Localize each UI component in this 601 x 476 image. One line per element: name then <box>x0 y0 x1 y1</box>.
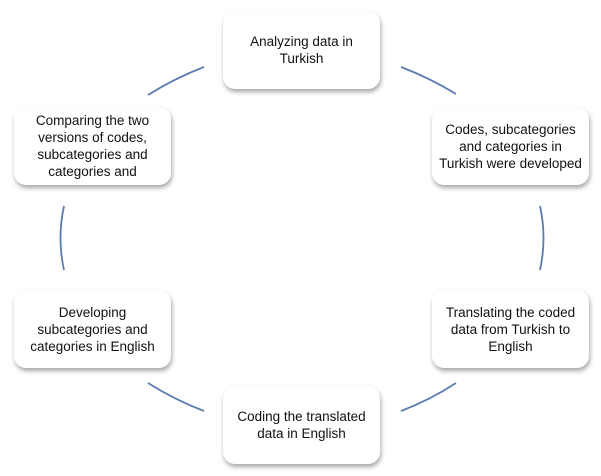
arc-top-right <box>400 66 457 95</box>
step-translating-data: Translating the coded data from Turkish … <box>432 290 589 368</box>
step-comparing-versions: Comparing the two versions of codes, sub… <box>14 107 171 185</box>
arc-left <box>59 205 65 271</box>
arc-right <box>539 205 545 271</box>
arc-top-left <box>147 66 205 96</box>
arc-bottom-left <box>147 382 205 412</box>
step-coding-translated: Coding the translated data in English <box>223 386 380 464</box>
step-analyzing-data: Analyzing data in Turkish <box>223 11 380 89</box>
arc-bottom-right <box>400 382 457 412</box>
step-codes-developed: Codes, subcategories and categories in T… <box>432 107 589 185</box>
step-developing-english: Developing subcategories and categories … <box>14 290 171 368</box>
